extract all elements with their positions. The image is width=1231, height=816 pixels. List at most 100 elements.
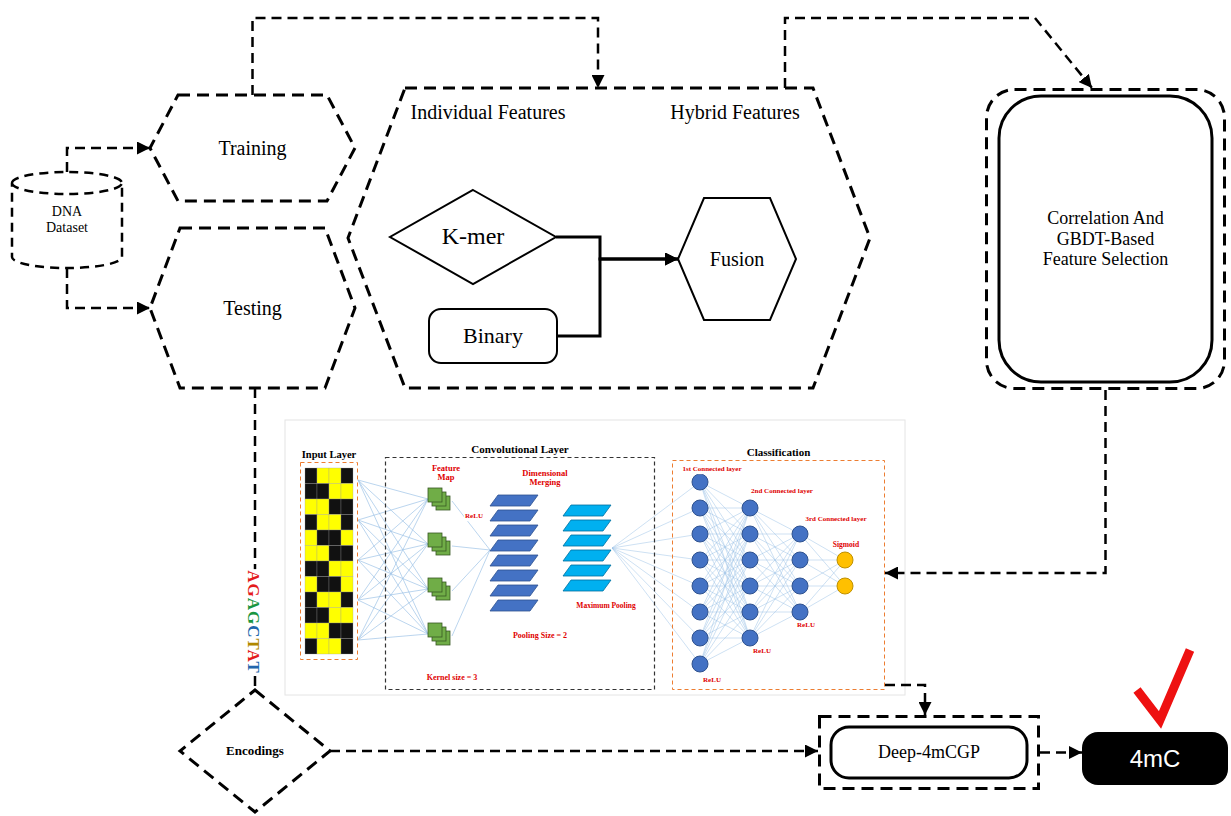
connector [67,148,150,172]
grid-cell [341,608,353,624]
grid-cell [317,484,329,500]
neuron [692,656,708,672]
merging-tile [490,495,538,506]
grid-cell [317,592,329,608]
pooling-tile [563,580,611,591]
outline [180,690,330,812]
model-box: Deep-4mCGP [818,715,1040,790]
network-line [358,499,428,560]
network-line [358,589,428,600]
network-line [358,544,428,640]
network-line [700,482,750,612]
grid-cell [317,577,329,593]
network-line [750,534,800,612]
box-heading: Classification [747,446,811,459]
sequence-letter: A [244,650,263,662]
network-line [358,520,428,589]
grid-cell [305,561,317,577]
grid-cell [329,561,341,577]
grid-cell [329,608,341,624]
grid-cell [305,577,317,593]
neuron [692,630,708,646]
network-line [700,508,750,638]
node-text: K-mer [442,223,505,251]
merging-tile [490,570,538,581]
outline [150,95,355,201]
neuron [742,630,758,646]
sequence-letter: T [244,638,263,649]
shape-outline [300,462,358,660]
connector [885,390,1106,573]
sequence-letter: A [244,570,263,583]
method-box: Binary [428,308,558,364]
sequence-text: AGAGCTAT [244,569,263,675]
outline [429,309,557,363]
network-line [700,482,750,560]
connector [556,237,678,259]
network-illustration [305,468,853,672]
grid-cell [341,515,353,531]
neuron [692,526,708,542]
conv-box: Convolutional Layer [385,457,655,690]
network-line [358,499,428,520]
neuron [792,526,808,542]
merging-tile [490,540,538,551]
outline [678,198,796,320]
grid-cell [317,639,329,655]
result-box: 4mC [1082,732,1228,785]
network-line [358,600,428,634]
grid-cell [305,484,317,500]
outline [12,172,122,268]
grid-cell [341,530,353,546]
activation-label: ReLU [796,622,816,630]
pooling-tile [563,565,611,576]
neuron [692,552,708,568]
grid-cell [305,608,317,624]
grid-cell [341,639,353,655]
node-text: Individual Features [411,101,566,124]
grid-cell [305,515,317,531]
grid-cell [305,592,317,608]
pooling-tile [563,505,611,516]
sequence-letter: A [244,598,263,611]
layer-label: Feature Map [425,464,467,483]
grid-cell [305,499,317,515]
shape-outline [348,88,870,388]
grid-cell [317,561,329,577]
neuron [742,500,758,516]
grid-cell [317,623,329,639]
connector [67,268,150,308]
connector [253,18,599,95]
grid-cell [341,592,353,608]
neuron [742,552,758,568]
outline [673,461,885,690]
neuron [692,604,708,620]
network-line [750,560,800,638]
sequence-letter: G [244,611,263,625]
source-cylinder: DNA Dataset [12,172,122,268]
grid-cell [317,515,329,531]
merging-tile [490,585,538,596]
grid-cell [317,468,329,484]
output-label: Sigmoid [832,541,860,549]
network-line [358,520,428,634]
grid-cell [305,546,317,562]
grid-cell [317,608,329,624]
node-text: Fusion [710,248,764,271]
sequence-letter: G [244,583,263,597]
grid-cell [317,546,329,562]
merge-hexagon: Fusion [678,198,796,320]
activation-label: ReLU [702,677,722,685]
grid-cell [317,499,329,515]
pooling-tile [563,550,611,561]
node-text: Binary [463,323,523,348]
feature-map-square [428,623,442,637]
node-text: Deep-4mCGP [878,742,980,763]
network-line [358,634,428,640]
split-hexagon: Testing [150,228,355,388]
network-line [452,550,490,636]
outline [301,463,358,660]
sequence-letter: T [244,662,263,674]
neuron [792,552,808,568]
